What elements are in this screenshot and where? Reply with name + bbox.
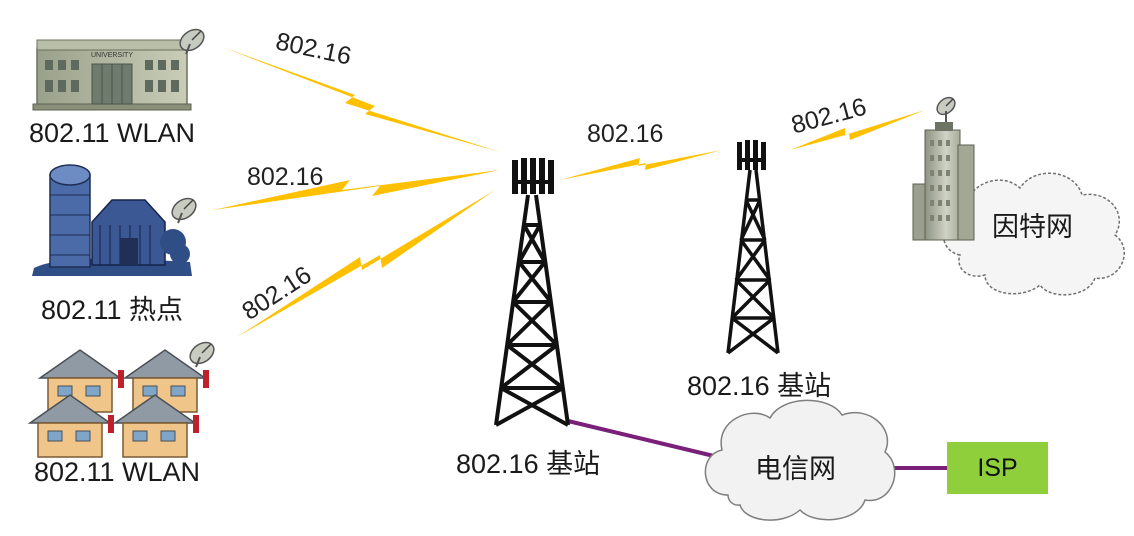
houses-label: 802.11 WLAN <box>33 457 201 487</box>
farm-hotspot-label: 802.11 热点 <box>40 295 184 325</box>
houses-cluster <box>27 349 209 458</box>
university-label: 802.11 WLAN <box>28 118 196 148</box>
tower-icon-second <box>726 169 780 355</box>
wireless-link-tower-to-tower <box>560 150 722 180</box>
wireless-link-university <box>222 47 500 152</box>
telecom-network-label: 电信网 <box>755 454 836 484</box>
wireless-link-houses <box>237 190 495 337</box>
base-station-second-label: 802.16 基站 <box>687 371 832 401</box>
antenna-array-icon <box>512 158 554 194</box>
telecom-cloud <box>704 399 896 521</box>
satellite-dish-icon <box>936 96 956 122</box>
link-label-tower-to-tower: 802.16 <box>587 120 664 148</box>
university-building: UNIVERSITY <box>32 39 192 111</box>
isp-box: ISP <box>947 442 1048 494</box>
satellite-dish-icon <box>179 28 205 55</box>
farm-barn-silo <box>32 164 192 276</box>
link-label-farm: 802.16 <box>247 163 324 191</box>
wire-tower-to-telecom <box>567 419 719 459</box>
tower-icon-main <box>494 194 570 427</box>
satellite-dish-icon <box>189 341 215 368</box>
base-station-main-label: 802.16 基站 <box>456 449 601 479</box>
isp-label: ISP <box>977 453 1018 482</box>
university-sign: UNIVERSITY <box>91 52 133 59</box>
internet-cloud <box>943 172 1125 296</box>
internet-label: 因特网 <box>992 212 1073 242</box>
wireless-link-tower-to-internet <box>790 110 925 150</box>
satellite-dish-icon <box>171 197 197 224</box>
wireless-link-farm <box>213 170 500 210</box>
skyscraper-building <box>912 122 975 241</box>
antenna-array-icon <box>737 140 766 170</box>
